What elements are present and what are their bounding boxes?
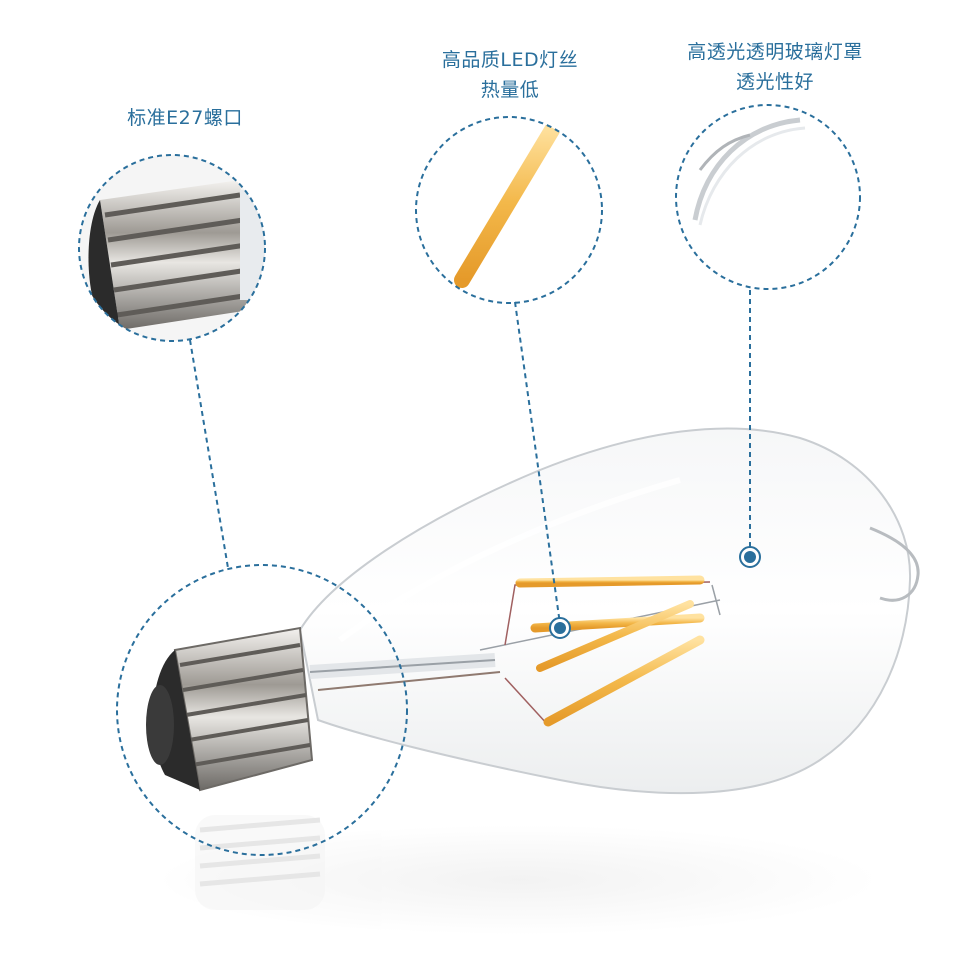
callout-base-text: 标准E27螺口 bbox=[127, 107, 243, 129]
callout-filament bbox=[415, 116, 603, 304]
callout-glass bbox=[675, 104, 861, 290]
callout-connectors bbox=[189, 290, 751, 625]
filament-closeup bbox=[454, 117, 563, 288]
e27-screw-base bbox=[146, 626, 314, 792]
callout-base bbox=[78, 154, 266, 342]
callout-glass-label: 高透光透明玻璃灯罩 透光性好 bbox=[655, 37, 895, 97]
callout-base-zoom bbox=[116, 564, 408, 856]
callout-glass-text-2: 透光性好 bbox=[735, 71, 814, 93]
glass-bulb bbox=[298, 427, 920, 795]
callout-base-label: 标准E27螺口 bbox=[90, 103, 280, 133]
callout-anchors bbox=[549, 546, 761, 639]
base-closeup bbox=[79, 155, 265, 341]
callout-glass-text-1: 高透光透明玻璃灯罩 bbox=[687, 41, 863, 63]
callout-filament-text-2: 热量低 bbox=[480, 79, 540, 101]
callout-filament-text-1: 高品质LED灯丝 bbox=[441, 49, 579, 71]
glass-closeup bbox=[692, 117, 806, 226]
bulb-reflection bbox=[160, 815, 880, 935]
callout-filament-label: 高品质LED灯丝 热量低 bbox=[405, 45, 615, 105]
